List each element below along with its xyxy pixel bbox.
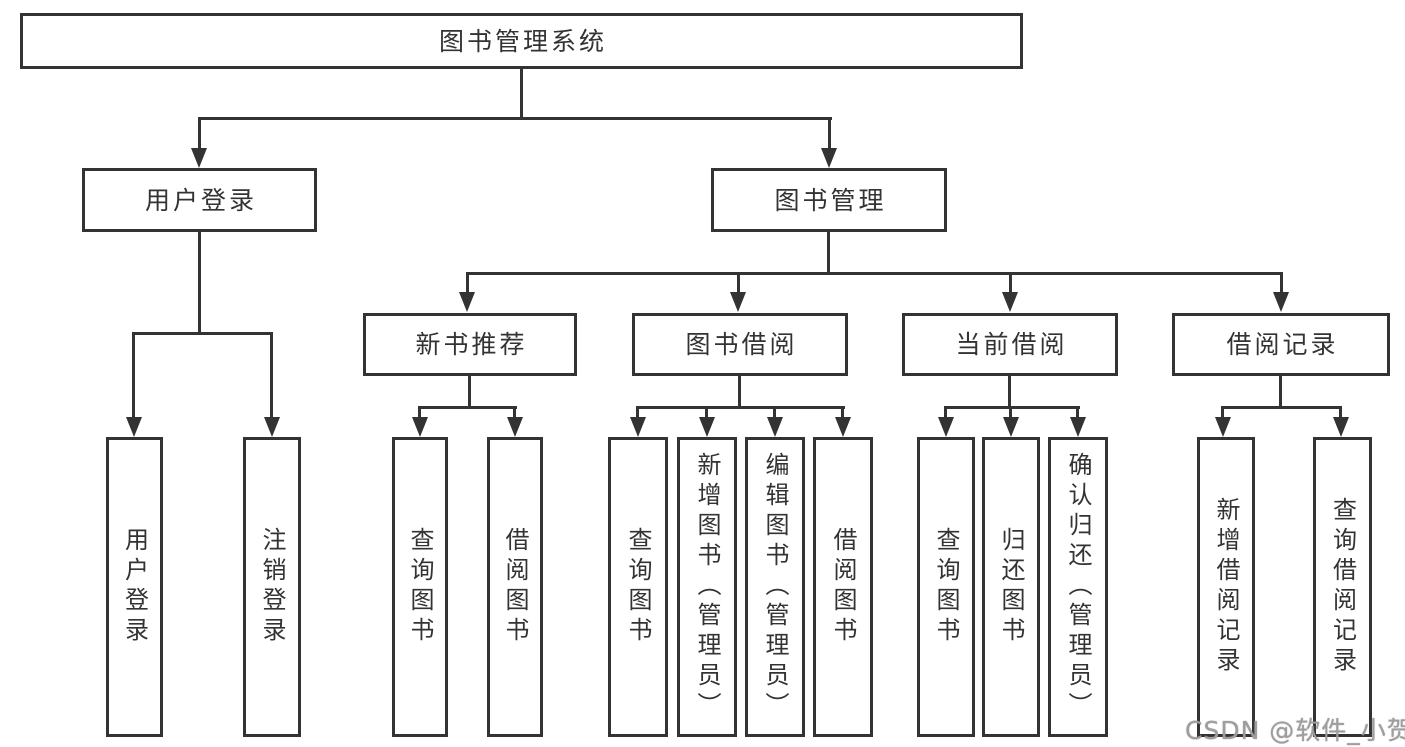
connector-current-borrow-drop [1008, 376, 1011, 409]
arrowhead-query-books-3 [938, 417, 954, 437]
connector-stem-confirm-return [1076, 406, 1079, 420]
connector-stem-query-record [1339, 406, 1342, 420]
connector-stem-book-borrow [737, 272, 740, 296]
connector-stem-leaf-logout [270, 332, 273, 419]
connector-stem-add-book [705, 406, 708, 420]
connector-new-book-branch [418, 406, 517, 409]
leaf-add-book-admin: 新增图书（管理员） [677, 437, 737, 737]
arrowhead-return-book [1003, 417, 1019, 437]
arrowhead-add-book [699, 417, 715, 437]
arrowhead-leaf-user-login [126, 417, 142, 437]
arrowhead-query-books-2 [630, 417, 646, 437]
arrowhead-new-book [459, 292, 475, 312]
leaf-borrow-books-2-label: 借阅图书 [829, 527, 857, 647]
leaf-return-book: 归还图书 [982, 437, 1040, 737]
arrowhead-current-borrow [1002, 292, 1018, 312]
connector-book-borrow-drop [738, 376, 741, 409]
arrowhead-user-login [191, 148, 207, 168]
connector-book-management-drop [827, 232, 830, 275]
node-book-management: 图书管理 [711, 168, 947, 232]
node-borrow-records: 借阅记录 [1172, 313, 1390, 376]
connector-stem-query-books-1 [418, 406, 421, 420]
connector-borrow-records-branch [1221, 406, 1342, 409]
leaf-confirm-return-admin-label: 确认归还（管理员） [1064, 452, 1092, 722]
leaf-confirm-return-admin: 确认归还（管理员） [1048, 437, 1108, 737]
connector-user-login-drop [198, 232, 201, 335]
connector-stem-borrow-books-1 [513, 406, 516, 420]
arrowhead-edit-book [767, 417, 783, 437]
leaf-edit-book-admin-label: 编辑图书（管理员） [761, 452, 789, 722]
node-new-book-recommend-label: 新书推荐 [415, 330, 528, 359]
leaf-borrow-books-1-label: 借阅图书 [501, 527, 529, 647]
leaf-query-books-1-label: 查询图书 [406, 527, 434, 647]
connector-book-borrow-branch [636, 406, 845, 409]
node-new-book-recommend: 新书推荐 [363, 313, 577, 376]
leaf-add-borrow-record: 新增借阅记录 [1197, 437, 1255, 737]
arrowhead-query-record [1333, 417, 1349, 437]
arrowhead-borrow-books-1 [507, 417, 523, 437]
leaf-logout: 注销登录 [243, 437, 301, 737]
node-book-management-label: 图书管理 [774, 185, 887, 215]
connector-stem-borrow-records [1280, 272, 1283, 296]
arrowhead-book-management [821, 148, 837, 168]
connector-stem-book-management [828, 117, 831, 152]
leaf-borrow-books-1: 借阅图书 [487, 437, 543, 737]
node-book-borrow: 图书借阅 [632, 313, 848, 376]
connector-stem-query-books-2 [636, 406, 639, 420]
connector-stem-return-book [1009, 406, 1012, 420]
leaf-add-borrow-record-label: 新增借阅记录 [1212, 497, 1240, 677]
connector-book-management-branch [466, 272, 1283, 275]
connector-root-branch [198, 117, 832, 120]
leaf-query-books-2-label: 查询图书 [624, 527, 652, 647]
leaf-edit-book-admin: 编辑图书（管理员） [745, 437, 805, 737]
leaf-user-login: 用户登录 [106, 437, 163, 737]
leaf-query-borrow-record-label: 查询借阅记录 [1328, 497, 1357, 677]
arrowhead-confirm-return [1070, 417, 1086, 437]
node-book-borrow-label: 图书借阅 [685, 330, 798, 359]
csdn-watermark: CSDN @软件_小贺同学 [1185, 716, 1405, 745]
leaf-user-login-label: 用户登录 [120, 527, 149, 647]
arrowhead-query-books-1 [412, 417, 428, 437]
arrowhead-book-borrow [730, 292, 746, 312]
connector-new-book-drop [468, 376, 471, 409]
leaf-query-books-1: 查询图书 [392, 437, 448, 737]
connector-stem-current-borrow [1009, 272, 1012, 296]
node-current-borrow-label: 当前借阅 [955, 330, 1068, 359]
connector-borrow-records-drop [1279, 376, 1282, 409]
node-user-login: 用户登录 [82, 168, 317, 232]
leaf-query-books-3: 查询图书 [917, 437, 975, 737]
leaf-query-books-3-label: 查询图书 [932, 527, 960, 647]
arrowhead-borrow-books-2 [835, 417, 851, 437]
connector-stem-new-book [466, 272, 469, 296]
arrowhead-add-record [1215, 417, 1231, 437]
connector-stem-borrow-books-2 [841, 406, 844, 420]
node-root-label: 图书管理系统 [438, 26, 607, 56]
arrowhead-leaf-logout [264, 417, 280, 437]
leaf-query-borrow-record: 查询借阅记录 [1313, 437, 1372, 737]
node-borrow-records-label: 借阅记录 [1226, 330, 1339, 359]
connector-current-borrow-branch [944, 406, 1080, 409]
leaf-borrow-books-2: 借阅图书 [813, 437, 873, 737]
connector-root-drop [520, 69, 523, 119]
leaf-return-book-label: 归还图书 [997, 527, 1025, 647]
leaf-query-books-2: 查询图书 [608, 437, 668, 737]
connector-stem-leaf-user-login [132, 332, 135, 419]
connector-stem-add-record [1221, 406, 1224, 420]
connector-stem-user-login [198, 117, 201, 152]
node-user-login-label: 用户登录 [144, 185, 257, 215]
leaf-add-book-admin-label: 新增图书（管理员） [693, 452, 721, 722]
leaf-logout-label: 注销登录 [258, 527, 286, 647]
connector-stem-edit-book [773, 406, 776, 420]
connector-user-login-branch [132, 332, 273, 335]
node-current-borrow: 当前借阅 [902, 313, 1118, 376]
arrowhead-borrow-records [1273, 292, 1289, 312]
node-root: 图书管理系统 [20, 13, 1023, 69]
connector-stem-query-books-3 [944, 406, 947, 420]
